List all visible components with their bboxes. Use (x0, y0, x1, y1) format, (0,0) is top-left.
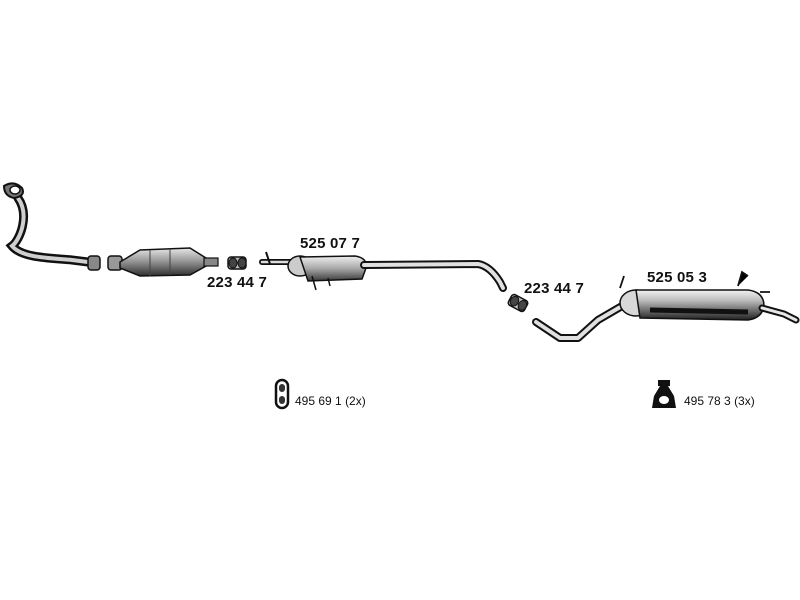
middle-silencer-icon (259, 251, 507, 292)
rubber-mount-icon (652, 380, 676, 408)
middle-silencer-part-number: 525 07 7 (300, 235, 360, 252)
rear-silencer-icon (532, 270, 800, 342)
pipe-connector-icon-1 (227, 256, 247, 270)
connector-2-part-number: 223 44 7 (524, 280, 584, 297)
pipe-connector-icon-2 (507, 293, 529, 313)
catalytic-converter-icon (107, 247, 219, 277)
rubber-mount-part-number: 495 78 3 (684, 394, 731, 408)
hanger-clip-icon (274, 378, 290, 410)
hanger-clip-part: 495 69 1 (2x) (295, 394, 366, 408)
rubber-mount-quantity: (3x) (734, 394, 755, 408)
rear-silencer-part-number: 525 05 3 (647, 269, 707, 286)
hanger-clip-quantity: (2x) (345, 394, 366, 408)
hanger-clip-part-number: 495 69 1 (295, 394, 342, 408)
front-pipe-icon (2, 182, 101, 271)
rubber-mount-part: 495 78 3 (3x) (684, 394, 755, 408)
connector-1-part-number: 223 44 7 (207, 274, 267, 291)
